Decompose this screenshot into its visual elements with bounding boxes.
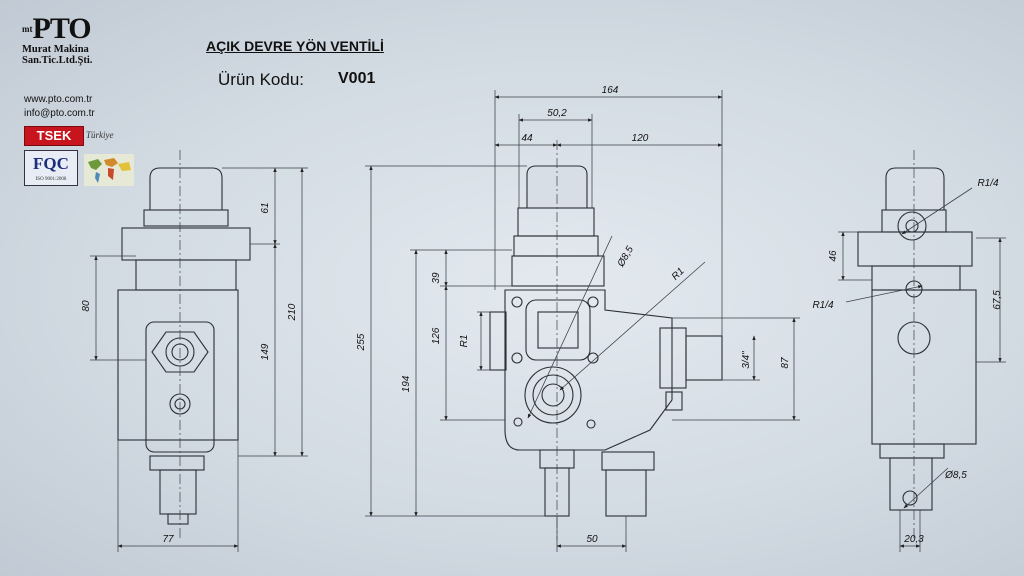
- product-code-label: Ürün Kodu:: [218, 70, 304, 89]
- dim-20-3: 20,3: [903, 534, 924, 545]
- email-link[interactable]: info@pto.com.tr: [24, 108, 95, 119]
- dim-diameter-8-5: Ø8,5: [615, 244, 636, 270]
- dim-255: 255: [356, 333, 367, 351]
- contact-info: www.pto.com.tr info@pto.com.tr: [24, 93, 95, 121]
- front-view: [489, 165, 723, 517]
- dim-61: 61: [260, 202, 271, 213]
- page-title: AÇIK DEVRE YÖN VENTİLİ: [206, 38, 384, 54]
- dim-80: 80: [81, 300, 92, 312]
- company-legal-name: San.Tic.Ltd.Şti.: [22, 55, 93, 66]
- product-code-value: V001: [338, 70, 376, 87]
- dim-77: 77: [162, 534, 174, 545]
- company-name: Murat Makina: [22, 44, 89, 55]
- dim-50: 50: [586, 534, 598, 545]
- dim-126: 126: [431, 327, 442, 344]
- dim-3-4: 3/4": [741, 351, 752, 369]
- dim-44: 44: [521, 133, 533, 144]
- turkiye-logo: Türkiye: [86, 130, 114, 140]
- tsek-badge: TSEK: [24, 126, 84, 146]
- logo-mark: mtPTO: [22, 12, 92, 45]
- dim-149: 149: [260, 343, 271, 360]
- side-view-right: [857, 167, 977, 511]
- company-logo: mtPTO Murat Makina San.Tic.Ltd.Şti.: [22, 12, 132, 67]
- dim-46: 46: [828, 250, 839, 262]
- dim-67-5: 67,5: [992, 290, 1003, 310]
- dim-r1-left: R1: [459, 335, 470, 348]
- dim-diameter-8-5-right: Ø8,5: [944, 470, 967, 481]
- dim-194: 194: [401, 375, 412, 392]
- side-view-left: [117, 167, 251, 525]
- dim-164: 164: [602, 85, 619, 96]
- dim-50-2: 50,2: [547, 108, 567, 119]
- dim-87: 87: [780, 357, 791, 369]
- dim-120: 120: [632, 133, 649, 144]
- dim-39: 39: [431, 272, 442, 284]
- dim-r1-4-top: R1/4: [977, 178, 999, 189]
- website-link[interactable]: www.pto.com.tr: [24, 94, 93, 105]
- dim-210: 210: [287, 303, 298, 321]
- world-map-icon: [84, 154, 134, 186]
- dim-r1-4-mid: R1/4: [812, 300, 834, 311]
